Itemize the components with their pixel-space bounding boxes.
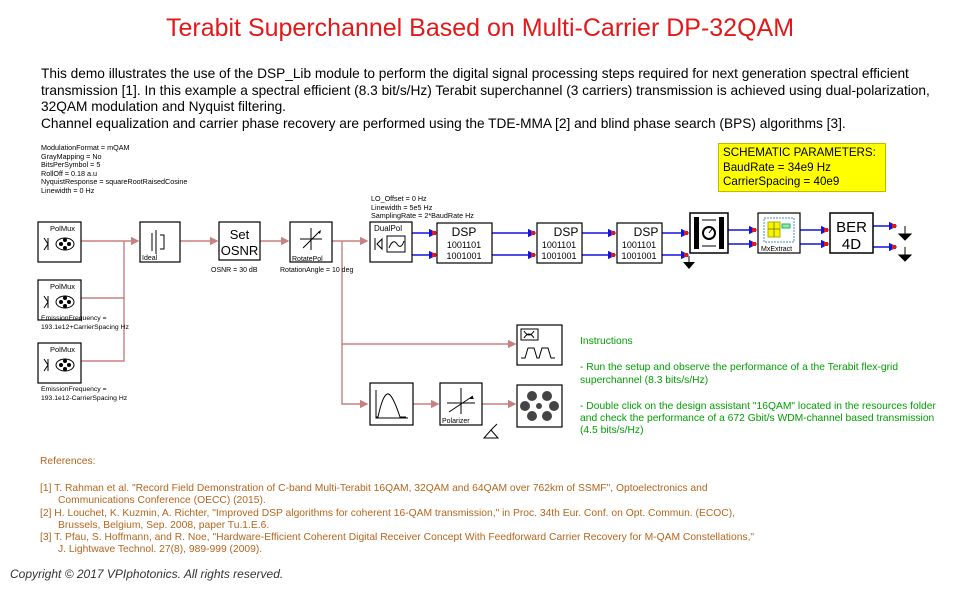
polmux-label: PolMux	[50, 224, 75, 233]
tx-param: ModulationFormat = mQAM	[41, 143, 130, 152]
dsp-block-2[interactable]: DSP 1001101 1001001	[536, 222, 583, 264]
constellation-icon	[520, 391, 559, 421]
rotatepol-block[interactable]: RotatePol	[289, 221, 333, 263]
filter-response-icon	[376, 393, 406, 418]
laser-icon	[43, 237, 49, 251]
sink-symbols	[897, 226, 913, 262]
rx-param: Linewidth = 5e5 Hz	[371, 202, 433, 212]
references-section: References: [1] T. Rahman et al. "Record…	[40, 456, 760, 556]
tx-param: BitsPerSymbol = 5	[41, 160, 101, 170]
instruction-item-2[interactable]: - Double click on the design assistant "…	[580, 400, 936, 437]
schematic-heading: SCHEMATIC PARAMETERS:	[723, 146, 876, 159]
dsp-block-1[interactable]: DSP 1001101 1001001	[436, 222, 493, 264]
ber-4d-label: 4D	[842, 236, 861, 253]
reference-item: [3] T. Pfau, S. Hoffmann, and R. Noe, "H…	[40, 532, 755, 556]
dsp-label: DSP	[452, 225, 477, 239]
optical-filter[interactable]	[369, 382, 414, 426]
osnr-label: OSNR	[221, 243, 259, 258]
rotate-polarization-icon	[300, 228, 322, 250]
mxextract-label: MxExtract	[761, 246, 792, 253]
polmux-label: PolMux	[50, 345, 75, 354]
polmux-transmitter-2[interactable]: PolMux	[37, 279, 82, 321]
dsp-bits-2: 1001001	[621, 251, 656, 261]
instructions-heading: Instructions	[580, 336, 633, 347]
schematic-parameters-box[interactable]: SCHEMATIC PARAMETERS: BaudRate = 34e9 Hz…	[718, 143, 886, 192]
dsp-bits-1: 1001101	[447, 240, 481, 250]
tx-param: RollOff = 0.18 a.u	[41, 168, 98, 178]
osnr-parameter: OSNR = 30 dB	[211, 267, 258, 274]
dsp-label: DSP	[634, 225, 659, 239]
emission-frequency-1: EmissionFrequency =	[41, 315, 107, 322]
port-markers	[432, 224, 896, 257]
polarizer-block[interactable]: Polarizer	[439, 382, 483, 426]
page-title: Terabit Superchannel Based on Multi-Carr…	[165, 14, 795, 42]
emission-frequency-2: EmissionFrequency =	[41, 386, 107, 393]
references-heading: References:	[40, 456, 96, 467]
set-label: Set	[230, 227, 250, 242]
polmux-transmitter-1[interactable]: PolMux	[37, 221, 82, 263]
emission-frequency-2-value: 193.1e12-CarrierSpacing Hz	[41, 395, 128, 402]
rx-parameter-list: LO_Offset = 0 Hz Linewidth = 5e5 Hz Samp…	[371, 194, 474, 221]
dsp-bits-2: 1001001	[446, 251, 481, 261]
optical-links	[81, 236, 517, 409]
laser-icon	[43, 358, 49, 372]
instruction-item-1: - Run the setup and observe the performa…	[580, 362, 899, 386]
multiplexer-icon	[151, 230, 165, 254]
baud-rate-param: BaudRate = 34e9 Hz	[723, 160, 831, 174]
ber-4d-block[interactable]: BER 4D	[829, 212, 874, 254]
dsp-bits-1: 1001101	[622, 240, 656, 250]
constellation-analyzer[interactable]	[516, 384, 563, 428]
dsp-label: DSP	[554, 225, 579, 239]
dsp-bits-1: 1001101	[542, 240, 576, 250]
mxextract-block[interactable]: MxExtract	[757, 212, 801, 254]
rx-param: SamplingRate = 2*BaudRate Hz	[371, 211, 474, 221]
rotation-angle-parameter: RotationAngle = 10 deg	[280, 267, 353, 274]
carrier-spacing-param: CarrierSpacing = 40e9	[723, 175, 840, 188]
spectrum-icon	[521, 347, 555, 359]
tx-param: NyquistResponse = squareRootRaisedCosine	[41, 177, 188, 187]
tx-parameter-list: ModulationFormat = mQAM GrayMapping = No…	[41, 143, 188, 196]
emission-frequency-1-value: 193.1e12+CarrierSpacing Hz	[41, 324, 129, 331]
signal-analyzer-block[interactable]	[689, 212, 729, 254]
intro-text: This demo illustrates the use of the DSP…	[41, 66, 941, 132]
polmux-transmitter-3[interactable]: PolMux	[37, 342, 82, 384]
photodiode-icon	[374, 237, 383, 251]
reference-item: [1] T. Rahman et al. "Record Field Demon…	[40, 483, 708, 507]
dualpol-receiver[interactable]: DualPol	[369, 221, 413, 263]
dualpol-label: DualPol	[374, 224, 402, 233]
intro-paragraph-1: This demo illustrates the use of the DSP…	[41, 66, 930, 114]
instructions-panel: Instructions - Run the setup and observe…	[580, 336, 940, 452]
rotatepol-label: RotatePol	[292, 256, 323, 263]
reference-item: [2] H. Louchet, K. Kuzmin, A. Richter, "…	[40, 507, 735, 531]
tx-param: Linewidth = 0 Hz	[41, 185, 95, 195]
rx-param: LO_Offset = 0 Hz	[371, 194, 427, 203]
ground-symbol	[482, 423, 500, 439]
polarizer-icon	[447, 388, 475, 414]
laser-icon	[43, 295, 49, 309]
tx-param: GrayMapping = No	[41, 151, 102, 161]
ideal-multiplexer[interactable]: Ideal	[139, 221, 181, 263]
polmux-label: PolMux	[50, 282, 75, 291]
set-osnr-block[interactable]: Set OSNR	[218, 221, 261, 261]
ground-symbol	[683, 256, 695, 269]
intro-paragraph-2: Channel equalization and carrier phase r…	[41, 115, 846, 131]
copyright-notice: Copyright © 2017 VPIphotonics. All right…	[10, 567, 284, 581]
ber-label: BER	[836, 219, 867, 236]
dsp-bits-2: 1001001	[541, 251, 576, 261]
polarizer-label: Polarizer	[442, 418, 470, 425]
spectrum-analyzer[interactable]	[516, 324, 563, 366]
ideal-label: Ideal	[142, 255, 158, 262]
dsp-block-3[interactable]: DSP 1001101 1001001	[616, 222, 663, 264]
